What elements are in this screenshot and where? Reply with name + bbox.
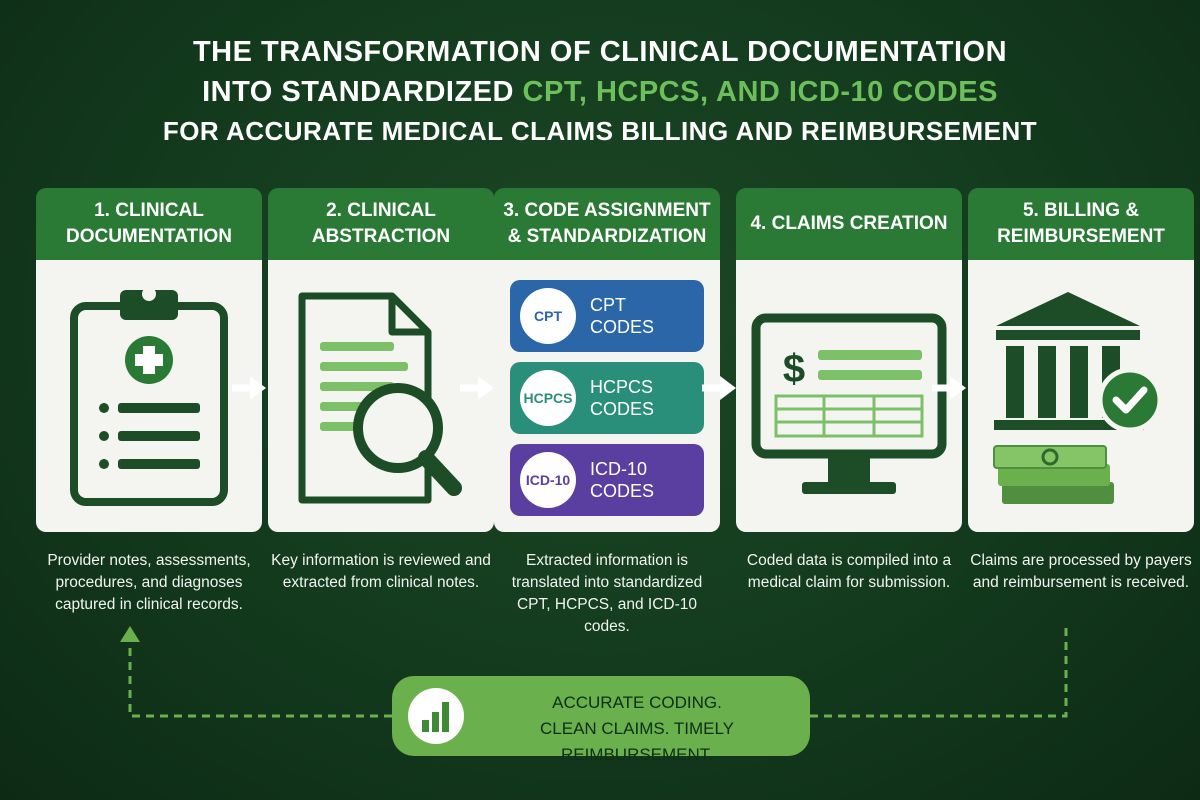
hcpcs-badge-label: HCPCSCodes [590,377,655,419]
step-2-description: Key information is reviewed and extracte… [271,552,491,591]
cpt-badge-label: CPTCodes [590,295,655,337]
step-1-card [36,260,262,532]
feedback-text: Accurate Coding. Clean Claims. Timely Re… [472,690,802,768]
step-2-panel: 2. Clinical Abstraction [268,188,494,532]
clipboard-medical-icon [70,287,228,506]
title-line-2: into Standardized CPT, HCPCS, and ICD-10… [0,72,1200,112]
step-1-header: 1. Clinical Documentation [36,188,262,260]
svg-text:$: $ [783,347,805,391]
step-2-card [268,260,494,532]
bar-chart-icon [408,688,464,744]
hcpcs-codes-badge: HCPCS HCPCSCodes [510,362,704,434]
step-4-description: Coded data is compiled into a medical cl… [746,552,952,591]
arrow-right-icon [460,376,494,400]
step-2-header: 2. Clinical Abstraction [268,188,494,260]
monitor-claim-icon: $ [751,313,947,494]
step-5-description: Claims are processed by payers and reimb… [970,552,1192,591]
page-title: The Transformation of Clinical Documenta… [0,32,1200,150]
arrow-right-icon [232,376,266,400]
bank-payment-icon [993,292,1163,504]
step-3-panel: 3. Code Assignment & Standardization CPT… [494,188,720,532]
step-4-card: $ [736,260,962,532]
arrow-right-icon [932,376,966,400]
step-5-header: 5. Billing & Reimbursement [968,188,1194,260]
title-line-2-accent: CPT, HCPCS, and ICD-10 Codes [522,76,998,108]
cpt-codes-badge: CPT CPTCodes [510,280,704,352]
document-magnifier-icon [298,292,462,504]
step-5-card [968,260,1194,532]
step-1-description: Provider notes, assessments, procedures,… [47,552,251,613]
hcpcs-badge-circle: HCPCS [520,370,576,426]
feedback-line-2: Clean Claims. Timely Reimbursement. [540,719,734,764]
cpt-badge-circle: CPT [520,288,576,344]
title-line-2-prefix: into Standardized [202,76,523,108]
icd10-codes-badge: ICD-10 ICD-10Codes [510,444,704,516]
title-line-3: for Accurate Medical Claims Billing and … [162,116,1038,146]
arrow-right-icon [702,376,736,400]
icd10-badge-label: ICD-10Codes [590,459,655,501]
step-3-description: Extracted information is translated into… [511,552,703,635]
step-4-panel: 4. Claims Creation $ [736,188,962,532]
title-line-1: The Transformation of Clinical Documenta… [192,36,1008,68]
step-3-header: 3. Code Assignment & Standardization [494,188,720,260]
feedback-summary-pill: Accurate Coding. Clean Claims. Timely Re… [392,676,810,764]
icd10-badge-circle: ICD-10 [520,452,576,508]
step-5-panel: 5. Billing & Reimbursement [968,188,1194,532]
feedback-line-1: Accurate Coding. [552,693,722,712]
step-3-card: CPT CPTCodes HCPCS HCPCSCodes ICD-10 ICD… [494,260,720,532]
step-1-panel: 1. Clinical Documentation [36,188,262,532]
step-4-header: 4. Claims Creation [736,188,962,260]
